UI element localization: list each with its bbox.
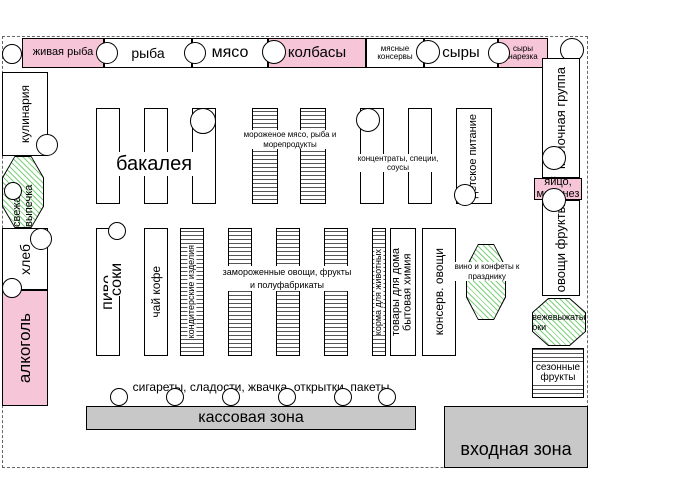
fridge-circle — [488, 42, 510, 64]
fridge-circle — [108, 222, 126, 240]
seasonal-label: сезонные фрукты — [533, 362, 583, 384]
fridge-circle — [4, 182, 22, 200]
canned-meat-label: мясные консервы — [377, 43, 413, 61]
live-fish-label: живая рыба — [32, 46, 94, 59]
seasonal-section: сезонные фрукты — [532, 348, 584, 398]
fridge-circle — [30, 228, 52, 250]
checkout-circle — [334, 388, 352, 406]
canned-veg-label: консерв. овощи — [431, 248, 446, 336]
bread-label: хлеб — [16, 243, 33, 275]
fridge-circle — [262, 40, 286, 64]
wine-candy-section — [467, 245, 505, 319]
fridge-circle — [542, 188, 566, 212]
checkout-zone: кассовая зона — [86, 406, 416, 430]
checkout-circle — [166, 388, 184, 406]
fridge-circle — [184, 42, 206, 64]
shelf-striped — [324, 228, 348, 356]
confectionery-label: кондитерские изделия — [186, 245, 197, 339]
tea-coffee-section: чай кофе — [144, 228, 168, 356]
fish-section: рыба — [104, 38, 192, 68]
fridge-circle — [96, 42, 118, 64]
entrance-zone-label: входная зона — [460, 439, 572, 460]
fridge-circle — [356, 108, 380, 132]
entrance-zone: входная зона — [444, 406, 588, 468]
live-fish-section: живая рыба — [22, 38, 104, 68]
vegetables-section: овощи фрукты — [542, 200, 580, 296]
wine-candy-label: вино и конфеты к празднику — [452, 262, 522, 282]
alcohol-section: алкоголь — [2, 290, 48, 406]
meat-section: мясо — [192, 38, 268, 68]
frozen-meat-label: мороженое мясо, рыба и морепродукты — [226, 130, 354, 150]
checkout-zone-label: кассовая зона — [198, 408, 304, 426]
sausages-label: колбасы — [287, 44, 347, 62]
shelf-striped — [300, 108, 326, 204]
spices-label: концентраты, специи, соусы — [346, 154, 450, 172]
checkout-snacks-label: сигареты, сладости, жвачка, открытки, па… — [132, 380, 390, 394]
fridge-circle — [542, 146, 566, 170]
confectionery-section: кондитерские изделия — [180, 228, 204, 356]
cheese-label: сыры — [442, 44, 480, 62]
pet-food-section: корма для животных — [372, 228, 386, 356]
checkout-circle — [378, 388, 396, 406]
fridge-circle — [416, 40, 440, 64]
tea-coffee-label: чай кофе — [148, 266, 163, 318]
shelf-striped — [252, 108, 278, 204]
cheese-cut-label: сыры нарезка — [508, 43, 538, 61]
fridge-circle — [2, 44, 22, 64]
fresh-juice-outline: свежевыжатые соки — [532, 298, 586, 346]
household-section: товары для дома бытовая химия — [390, 228, 416, 356]
canned-veg-section: консерв. овощи — [422, 228, 456, 356]
vegetables-label: овощи фрукты — [553, 203, 569, 293]
fridge-circle — [36, 134, 58, 156]
fridge-circle — [190, 108, 216, 134]
pet-food-label: корма для животных — [373, 248, 384, 336]
checkout-circle — [222, 388, 240, 406]
culinary-label: кулинария — [17, 84, 32, 143]
checkout-circle — [110, 388, 128, 406]
meat-label: мясо — [211, 43, 249, 61]
grocery-label: бакалея — [104, 152, 204, 176]
fish-label: рыба — [131, 44, 165, 61]
fresh-juice-label: свежевыжатые соки — [527, 312, 591, 332]
household-label: товары для дома бытовая химия — [390, 247, 414, 337]
frozen-veg-label: замороженные овощи, фрукты и полуфабрика… — [220, 266, 354, 292]
fridge-circle — [2, 278, 22, 298]
juices-label: соки — [108, 236, 125, 296]
wine-candy-outline — [466, 244, 506, 320]
checkout-circle — [278, 388, 296, 406]
fridge-circle — [454, 184, 476, 206]
alcohol-label: алкоголь — [15, 312, 35, 384]
fresh-juice-section: свежевыжатые соки — [533, 299, 585, 345]
shelf-striped — [228, 228, 252, 356]
shelf-striped — [276, 228, 300, 356]
